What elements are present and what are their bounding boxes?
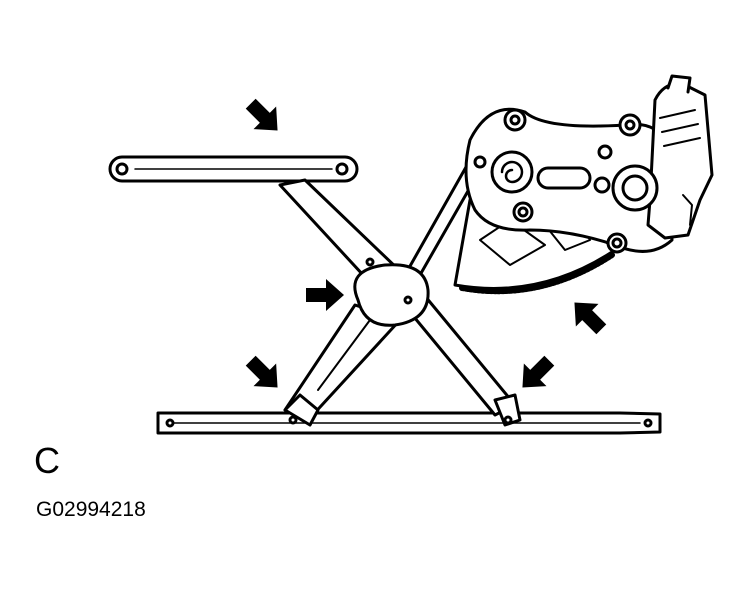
arrow-icon xyxy=(574,302,607,335)
upper-rail xyxy=(108,155,359,183)
lower-rail xyxy=(156,411,662,435)
center-pivot xyxy=(353,263,430,327)
view-label: C xyxy=(34,440,60,481)
arrow-icon xyxy=(245,98,278,131)
arrow-icon xyxy=(245,355,278,388)
arrow-icon xyxy=(522,355,555,388)
arrow-icon xyxy=(306,279,344,311)
regulator-motor xyxy=(611,74,714,240)
figure-code: G02994218 xyxy=(36,498,146,521)
mounting-plate xyxy=(464,107,674,254)
